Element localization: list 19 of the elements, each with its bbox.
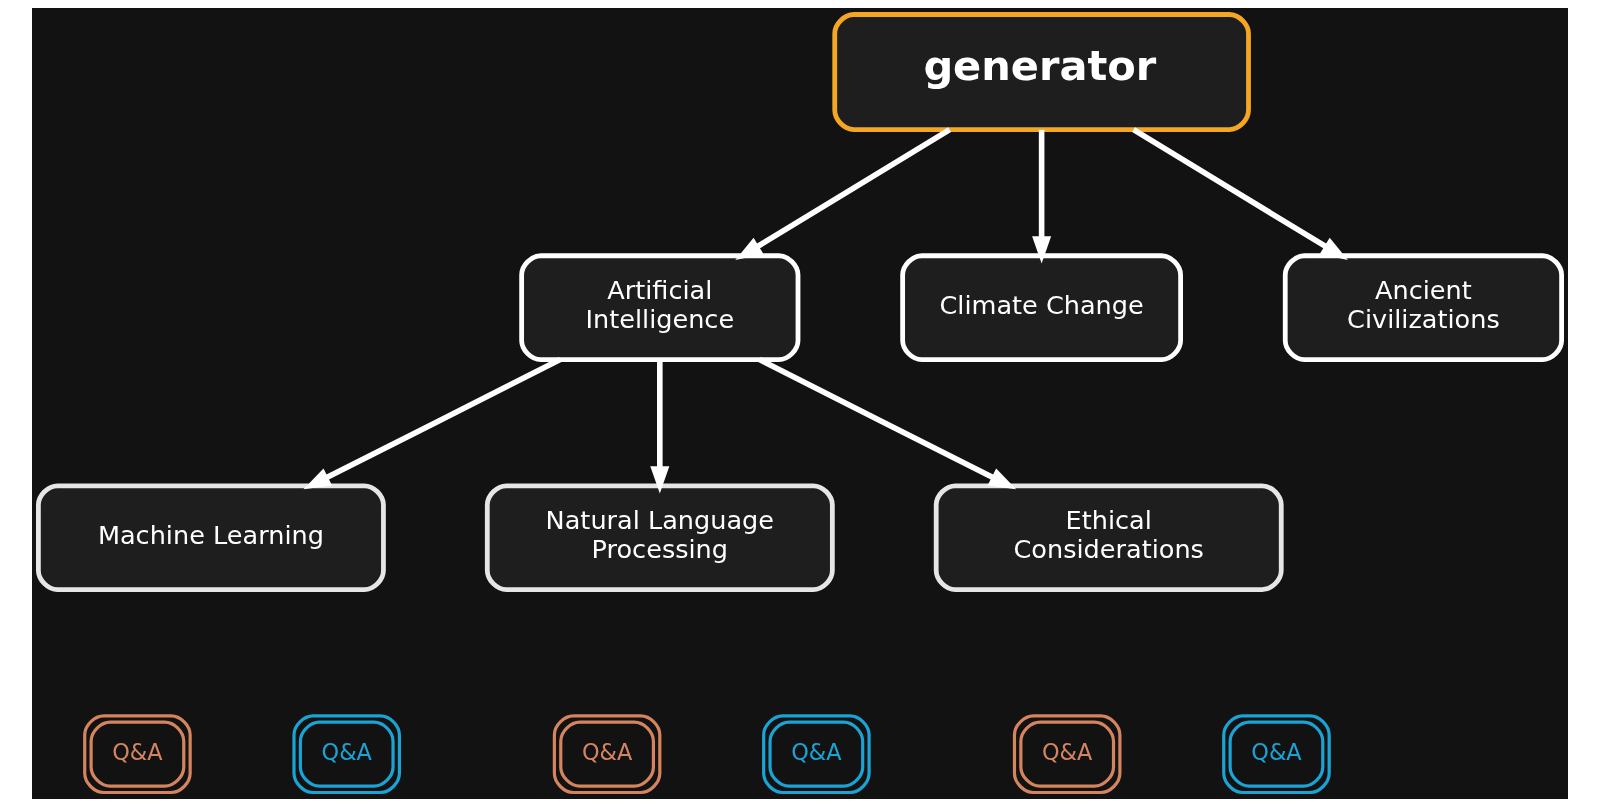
node-box: Machine Learning [36,483,386,592]
node-box: Climate Change [900,253,1183,362]
arrow [758,357,1017,490]
arrow [1032,129,1052,264]
arrow [1132,127,1348,261]
node-box: Ancient Civilizations [1282,253,1564,362]
node-box: Artificial Intelligence [519,253,801,362]
node-box: Q&A [83,714,192,795]
node-box: Q&A [762,714,871,795]
node-box: Q&A [552,714,662,795]
node-box: generator [832,12,1251,132]
node-box: Natural Language Processing [484,483,835,592]
node-box: Q&A [1222,714,1331,795]
arrow [735,127,952,261]
node-box: Q&A [1012,714,1122,795]
arrow [650,359,670,494]
node-box: Q&A [292,714,402,795]
node-box: Ethical Considerations [933,483,1284,592]
arrow [303,357,562,490]
